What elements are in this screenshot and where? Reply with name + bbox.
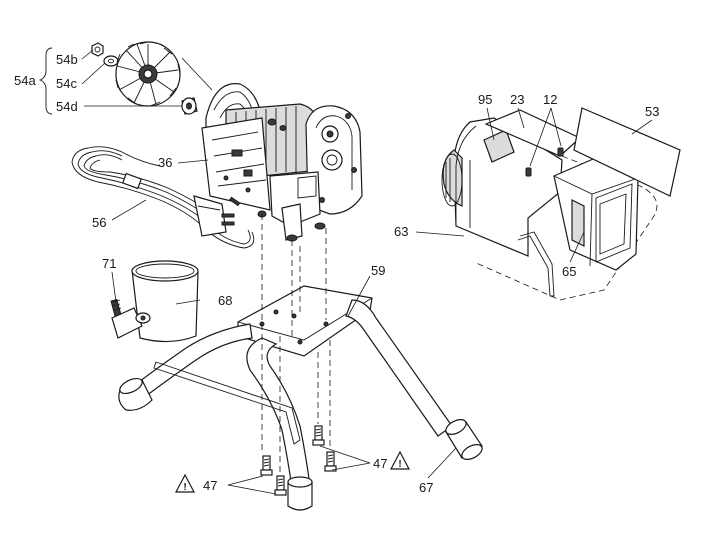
part-59-frame	[135, 285, 453, 489]
callout-labels: 54a 54b 54c 54d 36 56 71 68 59 47 47 67 …	[14, 52, 659, 495]
bolt-47-d	[324, 451, 337, 472]
bolt-47-a	[260, 455, 273, 476]
part-53-label	[573, 107, 681, 197]
callout-59: 59	[371, 263, 385, 278]
leader-lines	[81, 49, 653, 495]
callout-53: 53	[645, 104, 659, 119]
part-54-fan-blade	[115, 41, 181, 107]
part-68-bucket-holder	[111, 260, 199, 343]
callout-36: 36	[158, 155, 172, 170]
warning-exclamation: !	[183, 482, 186, 493]
fan-shaft-line	[181, 57, 213, 91]
callout-23: 23	[510, 92, 524, 107]
callout-63: 63	[394, 224, 408, 239]
part-71-screw	[110, 298, 122, 318]
shroud-assembly	[441, 107, 681, 301]
part-67-foot-cap	[445, 419, 483, 460]
part-12-screws	[525, 147, 564, 177]
callout-54a: 54a	[14, 73, 36, 88]
callout-65: 65	[562, 264, 576, 279]
shroud-wire-bracket	[517, 231, 555, 297]
callout-68: 68	[218, 293, 232, 308]
callout-54d: 54d	[56, 99, 78, 114]
part-54c-washer	[103, 55, 119, 67]
motor-drive-assembly	[201, 83, 363, 242]
warning-exclamation: !	[398, 459, 401, 470]
warning-triangle-icon: !	[175, 473, 195, 493]
part-54d-spacer	[181, 97, 198, 115]
callout-12: 12	[543, 92, 557, 107]
warning-triangle-icon: !	[390, 450, 410, 470]
callout-47-right: 47	[373, 456, 387, 471]
callout-67: 67	[419, 480, 433, 495]
callout-71: 71	[102, 256, 116, 271]
bolt-47-b	[274, 475, 287, 496]
callout-56: 56	[92, 215, 106, 230]
callout-54c: 54c	[56, 76, 77, 91]
assembly-alignment-lines	[261, 214, 331, 472]
part-47-bolts	[260, 425, 337, 496]
callout-47-left: 47	[203, 478, 217, 493]
part-65-duct	[553, 155, 639, 271]
part-95-label	[483, 129, 515, 163]
frame-bottom-foot-cap	[287, 476, 313, 511]
frame-left-foot-cap	[118, 377, 153, 411]
fan-kit-brace	[38, 47, 53, 115]
part-56-power-cord	[71, 146, 255, 249]
part-54b-nut	[91, 42, 104, 57]
callout-54b: 54b	[56, 52, 78, 67]
bolt-47-c	[312, 425, 325, 446]
callout-95: 95	[478, 92, 492, 107]
